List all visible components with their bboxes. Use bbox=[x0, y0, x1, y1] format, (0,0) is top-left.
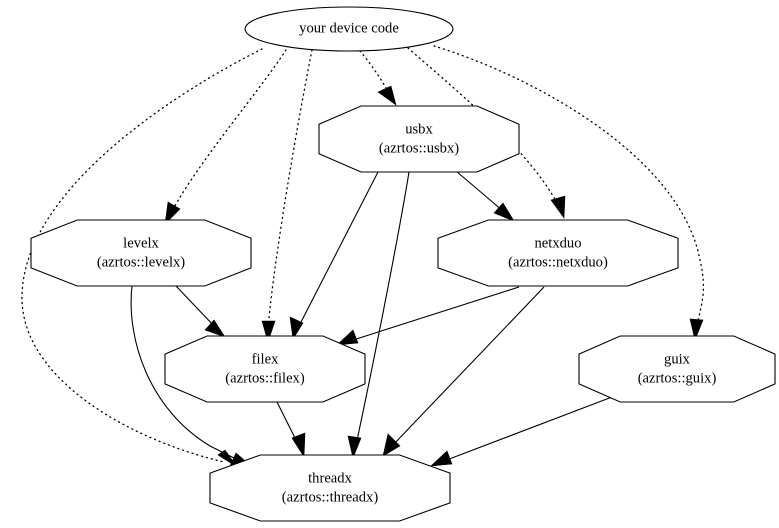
node-usbx[interactable]: usbx(azrtos::usbx) bbox=[318, 105, 520, 173]
edge-line bbox=[175, 285, 216, 328]
edge-usbx-filex bbox=[289, 171, 379, 340]
node-label-secondary: (azrtos::levelx) bbox=[97, 254, 185, 270]
edge-line bbox=[267, 49, 313, 329]
edge-device-usbx bbox=[359, 50, 397, 106]
arrowhead-icon bbox=[493, 202, 515, 222]
node-label-secondary: (azrtos::guix) bbox=[638, 370, 717, 386]
edge-line bbox=[130, 285, 239, 461]
node-label-primary: guix bbox=[664, 351, 691, 367]
edge-device-filex bbox=[261, 49, 313, 344]
edge-line bbox=[433, 45, 705, 328]
edge-line bbox=[391, 286, 545, 447]
arrowhead-icon bbox=[261, 320, 276, 344]
node-guix[interactable]: guix(azrtos::guix) bbox=[578, 335, 776, 403]
node-label-primary: netxduo bbox=[534, 235, 581, 251]
node-label-primary: your device code bbox=[299, 20, 399, 36]
edge-line bbox=[455, 170, 504, 212]
node-label-primary: usbx bbox=[405, 121, 433, 137]
arrowhead-icon bbox=[291, 432, 306, 458]
node-threadx[interactable]: threadx(azrtos::threadx) bbox=[209, 454, 451, 522]
node-label-primary: threadx bbox=[308, 470, 352, 486]
edge-line bbox=[298, 171, 379, 327]
node-shape-octagon[interactable] bbox=[318, 105, 520, 173]
edge-line bbox=[349, 286, 520, 342]
arrowhead-icon bbox=[382, 433, 401, 457]
node-shape-octagon[interactable] bbox=[209, 454, 451, 522]
arrowhead-icon bbox=[347, 435, 362, 460]
node-shape-octagon[interactable] bbox=[30, 219, 252, 287]
nodes-layer: your device codeusbx(azrtos::usbx)levelx… bbox=[30, 6, 776, 522]
edge-line bbox=[355, 171, 410, 446]
edge-filex-threadx bbox=[276, 401, 306, 458]
edge-line bbox=[443, 396, 613, 462]
node-device[interactable]: your device code bbox=[244, 6, 454, 52]
arrowhead-icon bbox=[377, 85, 397, 106]
arrowhead-icon bbox=[550, 195, 566, 219]
edge-line bbox=[359, 50, 390, 94]
edge-guix-threadx bbox=[430, 396, 613, 467]
node-label-primary: filex bbox=[252, 351, 279, 367]
node-levelx[interactable]: levelx(azrtos::levelx) bbox=[30, 219, 252, 287]
node-label-primary: levelx bbox=[123, 235, 159, 251]
edge-usbx-netxduo bbox=[455, 170, 515, 222]
edge-levelx-filex bbox=[175, 285, 226, 338]
edge-device-levelx bbox=[164, 49, 287, 225]
node-shape-ellipse[interactable] bbox=[244, 6, 454, 52]
arrowhead-icon bbox=[430, 450, 453, 467]
node-netxduo[interactable]: netxduo(azrtos::netxduo) bbox=[437, 219, 679, 287]
arrowhead-icon bbox=[336, 329, 359, 346]
arrowhead-icon bbox=[689, 318, 704, 341]
arrowhead-icon bbox=[204, 319, 226, 338]
node-label-secondary: (azrtos::netxduo) bbox=[508, 254, 608, 270]
node-shape-octagon[interactable] bbox=[578, 335, 776, 403]
arrowhead-icon bbox=[289, 316, 304, 340]
edge-netxduo-threadx bbox=[382, 286, 545, 457]
edge-device-guix bbox=[433, 45, 705, 341]
edge-netxduo-filex bbox=[336, 286, 520, 346]
node-label-secondary: (azrtos::usbx) bbox=[379, 140, 459, 156]
edge-usbx-threadx bbox=[347, 171, 410, 460]
edge-line bbox=[171, 49, 287, 212]
node-filex[interactable]: filex(azrtos::filex) bbox=[164, 335, 366, 403]
arrowhead-icon bbox=[164, 201, 181, 225]
node-label-secondary: (azrtos::filex) bbox=[225, 370, 305, 386]
edge-device-netxduo bbox=[407, 47, 566, 219]
edges-layer bbox=[21, 45, 705, 468]
node-shape-octagon[interactable] bbox=[164, 335, 366, 403]
node-shape-octagon[interactable] bbox=[437, 219, 679, 287]
node-label-secondary: (azrtos::threadx) bbox=[282, 489, 379, 505]
